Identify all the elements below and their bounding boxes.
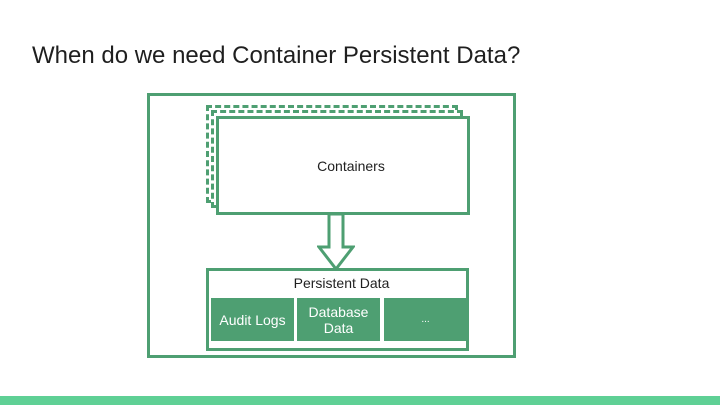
containers-stack: Containers — [206, 105, 470, 215]
data-item-database-data: Database Data — [297, 298, 380, 341]
containers-label: Containers — [317, 157, 385, 174]
system-frame — [147, 93, 516, 358]
slide-title: When do we need Container Persistent Dat… — [32, 42, 521, 69]
bottom-accent-bar — [0, 396, 720, 405]
containers-box: Containers — [216, 116, 470, 215]
data-item-audit-logs: Audit Logs — [211, 298, 294, 341]
persistent-data-label: Persistent Data — [293, 275, 390, 291]
data-item-more: ... — [384, 298, 467, 341]
down-arrow-icon — [317, 213, 355, 271]
persistent-data-box: Persistent Data Audit Logs Database Data… — [206, 268, 469, 351]
